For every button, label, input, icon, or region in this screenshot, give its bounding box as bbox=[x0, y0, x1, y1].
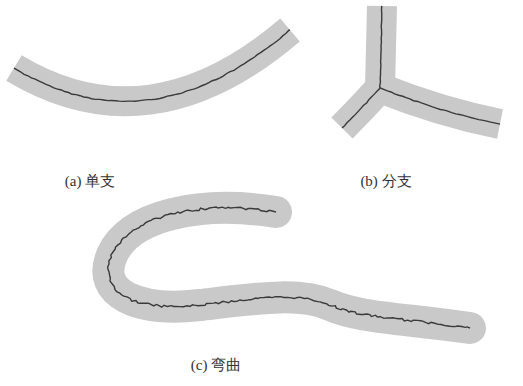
subfigure-caption: (a) 单支 bbox=[65, 172, 115, 191]
skeleton-line bbox=[108, 207, 470, 328]
curved-band bbox=[108, 208, 470, 328]
skeleton-line bbox=[342, 88, 380, 128]
forked-band-left bbox=[342, 88, 380, 128]
single-branch-band bbox=[14, 30, 290, 101]
skeleton-line bbox=[14, 30, 290, 101]
forked-band-right bbox=[380, 88, 500, 124]
forked-band-stem bbox=[380, 6, 382, 88]
skeleton-line bbox=[380, 88, 500, 124]
skeleton-line bbox=[380, 6, 382, 88]
subfigure-caption: (b) 分支 bbox=[360, 172, 411, 191]
subfigure-caption: (c) 弯曲 bbox=[191, 356, 241, 375]
